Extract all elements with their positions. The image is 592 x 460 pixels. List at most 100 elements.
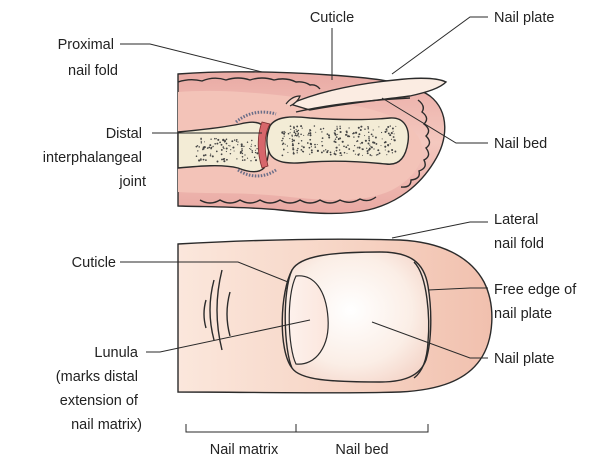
bone-stipple-dot [295, 129, 296, 130]
bone-stipple-dot [247, 158, 248, 159]
bone-stipple-dot [355, 154, 356, 155]
bone-stipple-dot [309, 147, 311, 149]
bone-stipple-dot [203, 154, 205, 156]
bone-stipple-dot [197, 150, 198, 151]
bone-stipple-dot [223, 158, 225, 160]
bone-stipple-dot [234, 139, 235, 140]
bone-stipple-dot [386, 154, 387, 155]
bone-stipple-dot [209, 147, 210, 148]
bone-stipple-dot [226, 148, 228, 150]
bone-stipple-dot [328, 134, 330, 136]
bone-stipple-dot [314, 125, 316, 127]
bone-stipple-dot [209, 144, 211, 146]
bone-stipple-dot [297, 132, 299, 134]
bone-stipple-dot [214, 138, 216, 140]
bone-stipple-dot [283, 148, 285, 150]
bone-stipple-dot [212, 155, 214, 157]
bone-stipple-dot [251, 140, 252, 141]
bone-stipple-dot [300, 125, 302, 127]
bone-stipple-dot [377, 154, 378, 155]
bone-stipple-dot [334, 130, 336, 132]
bone-stipple-dot [321, 141, 322, 142]
bone-stipple-dot [252, 152, 253, 153]
bone-stipple-dot [389, 134, 391, 136]
bone-stipple-dot [222, 139, 224, 141]
bone-stipple-dot [255, 150, 256, 151]
bone-stipple-dot [335, 138, 336, 139]
bone-stipple-dot [293, 131, 295, 133]
bone-stipple-dot [297, 134, 299, 136]
bone-stipple-dot [223, 148, 224, 149]
bone-stipple-dot [292, 148, 294, 150]
bone-stipple-dot [284, 132, 285, 133]
bone-stipple-dot [297, 148, 298, 149]
bone-stipple-dot [369, 154, 371, 156]
bone-stipple-dot [375, 137, 377, 139]
bone-stipple-dot [388, 146, 389, 147]
bone-stipple-dot [244, 159, 246, 161]
bone-stipple-dot [385, 149, 386, 150]
bone-stipple-dot [373, 129, 374, 130]
bone-stipple-dot [364, 128, 366, 130]
bone-stipple-dot [336, 147, 338, 149]
label-lateral-nail-fold: Lateral nail fold [494, 212, 544, 252]
bone-stipple-dot [368, 137, 370, 139]
bone-stipple-dot [247, 142, 248, 143]
label-nail-plate-top: Nail plate [494, 10, 554, 26]
bone-stipple-dot [230, 153, 231, 154]
bone-stipple-dot [287, 152, 288, 153]
bone-stipple-dot [391, 139, 392, 140]
bone-stipple-dot [293, 139, 295, 141]
bone-stipple-dot [330, 152, 332, 154]
bone-stipple-dot [234, 150, 235, 151]
bone-stipple-dot [300, 134, 302, 136]
bone-stipple-dot [303, 146, 305, 148]
bone-stipple-dot [210, 155, 211, 156]
bone-stipple-dot [237, 144, 238, 145]
bone-stipple-dot [370, 149, 371, 150]
bone-stipple-dot [362, 155, 363, 156]
bone-stipple-dot [308, 133, 309, 134]
bone-stipple-dot [334, 132, 335, 133]
bone-stipple-dot [346, 131, 348, 133]
bone-stipple-dot [384, 131, 386, 133]
bone-stipple-dot [390, 143, 391, 144]
bone-stipple-dot [369, 144, 370, 145]
leader-nail-plate-top [392, 17, 488, 74]
bone-stipple-dot [295, 133, 297, 135]
bone-stipple-dot [382, 138, 383, 139]
bone-stipple-dot [348, 148, 350, 150]
bone-stipple-dot [309, 132, 311, 134]
bone-stipple-dot [315, 132, 316, 133]
bone-stipple-dot [314, 146, 316, 148]
finger-side-view [178, 72, 446, 214]
bone-stipple-dot [291, 134, 293, 136]
bone-stipple-dot [341, 155, 342, 156]
bone-stipple-dot [336, 128, 338, 130]
bracket-nail-bed [296, 424, 428, 432]
bone-stipple-dot [250, 149, 251, 150]
bone-stipple-dot [287, 145, 288, 146]
bone-stipple-dot [355, 132, 357, 134]
bone-stipple-dot [358, 133, 360, 135]
bone-stipple-dot [250, 160, 251, 161]
bone-stipple-dot [339, 128, 341, 130]
bone-stipple-dot [394, 151, 396, 153]
bone-stipple-dot [321, 151, 323, 153]
bone-stipple-dot [317, 150, 319, 152]
bone-stipple-dot [309, 154, 310, 155]
bone-stipple-dot [289, 138, 290, 139]
bone-stipple-dot [340, 155, 341, 156]
bone-stipple-dot [393, 139, 394, 140]
bone-stipple-dot [388, 150, 390, 152]
bone-stipple-dot [311, 151, 313, 153]
bone-stipple-dot [226, 151, 227, 152]
bone-stipple-dot [297, 152, 298, 153]
bone-stipple-dot [377, 149, 379, 151]
bone-stipple-dot [282, 138, 284, 140]
bone-stipple-dot [222, 146, 224, 148]
bone-stipple-dot [373, 148, 374, 149]
bone-stipple-dot [198, 159, 200, 161]
bone-stipple-dot [346, 153, 347, 154]
bone-stipple-dot [358, 136, 360, 138]
